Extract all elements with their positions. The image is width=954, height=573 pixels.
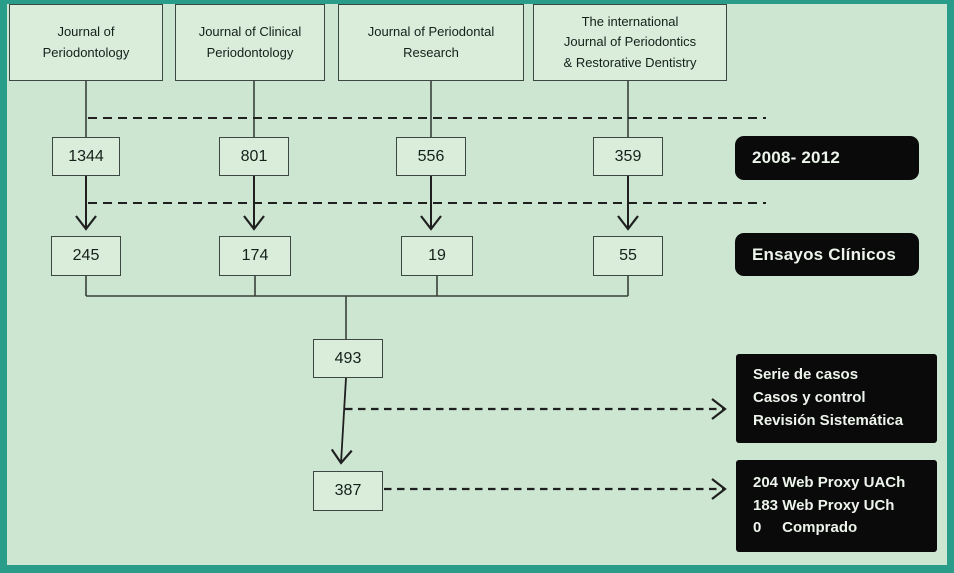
- journal-label: The international Journal of Periodontic…: [563, 14, 697, 70]
- count-value: 493: [334, 349, 362, 367]
- journal-label: Journal of Periodontology: [42, 24, 130, 60]
- excluded-line-2: Casos y control: [753, 389, 866, 407]
- journal-box-intl-periodontics: The international Journal of Periodontic…: [533, 4, 727, 81]
- journal-label: Journal of Clinical Periodontology: [198, 24, 302, 60]
- count-box-stage2-col1: 245: [51, 236, 121, 276]
- pooled-count-box: 493: [313, 339, 383, 378]
- journal-box-periodontal-research: Journal of Periodontal Research: [338, 4, 524, 81]
- stage2-label: Ensayos Clínicos: [752, 244, 896, 264]
- stage1-label: 2008- 2012: [752, 148, 841, 167]
- count-value: 19: [428, 247, 446, 264]
- excluded-line-3: Revisión Sistemática: [753, 411, 904, 429]
- count-box-stage1-col2: 801: [219, 137, 289, 176]
- count-value: 556: [417, 147, 445, 165]
- excluded-line-1: Serie de casos: [753, 366, 859, 384]
- access-sources-box: 204 Web Proxy UACh 183 Web Proxy UCh 0 C…: [736, 460, 937, 552]
- count-box-stage2-col2: 174: [219, 236, 291, 276]
- stage1-label-box: 2008- 2012: [735, 136, 919, 180]
- count-box-stage1-col4: 359: [593, 137, 663, 176]
- count-value: 1344: [68, 147, 104, 165]
- count-value: 174: [241, 247, 269, 264]
- count-box-stage1-col1: 1344: [52, 137, 120, 176]
- count-value: 245: [72, 247, 100, 264]
- journal-box-periodontology: Journal of Periodontology: [9, 4, 163, 81]
- count-box-stage2-col4: 55: [593, 236, 663, 276]
- count-value: 801: [240, 147, 268, 165]
- journal-box-clinical-periodontology: Journal of Clinical Periodontology: [175, 4, 325, 81]
- excluded-designs-box: Serie de casos Casos y control Revisión …: [736, 354, 937, 443]
- count-box-stage2-col3: 19: [401, 236, 473, 276]
- access-line-2: 183 Web Proxy UCh: [753, 496, 895, 514]
- journal-label: Journal of Periodontal Research: [367, 24, 495, 60]
- count-value: 55: [619, 247, 637, 264]
- stage2-label-box: Ensayos Clínicos: [735, 233, 919, 276]
- final-count-box: 387: [313, 471, 383, 511]
- count-box-stage1-col3: 556: [396, 137, 466, 176]
- access-line-1: 204 Web Proxy UACh: [753, 473, 906, 491]
- access-line-3: 0 Comprado: [753, 519, 858, 537]
- count-value: 359: [614, 147, 642, 165]
- count-value: 387: [334, 482, 362, 499]
